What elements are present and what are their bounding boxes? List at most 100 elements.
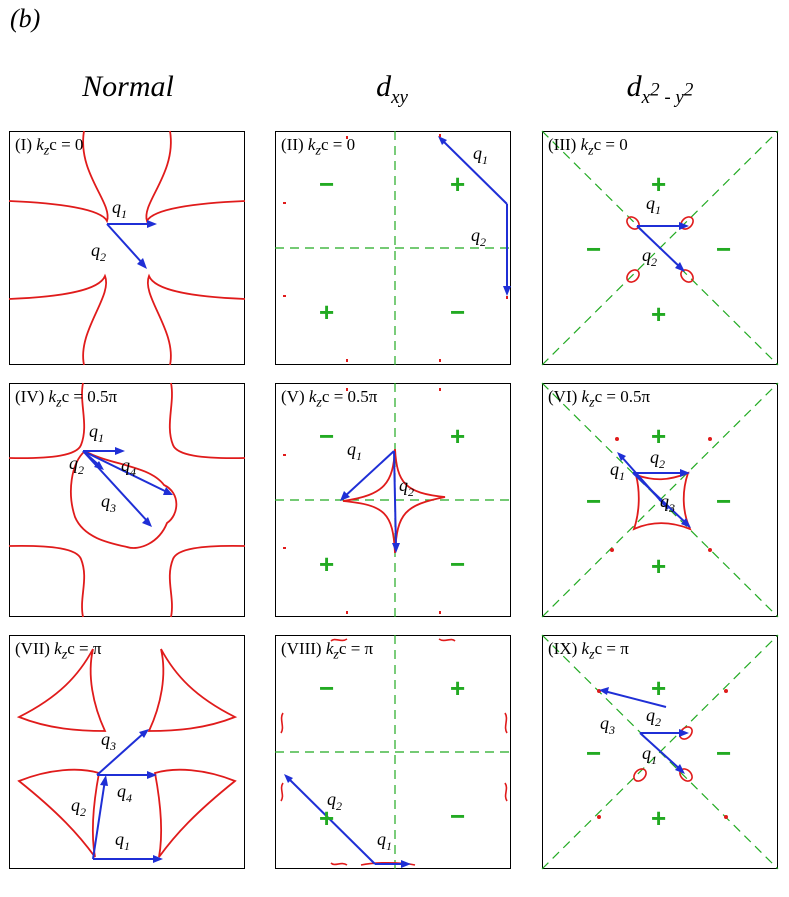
arrowhead (147, 771, 157, 779)
central-fermi-pocket (632, 471, 692, 531)
q3-vector (632, 472, 689, 526)
fermi-surface-pocket (16, 648, 107, 732)
q1-label: q1 (112, 197, 127, 221)
q2-label: q2 (91, 240, 106, 264)
arrowhead (617, 452, 626, 461)
fermi-surface-point (615, 437, 619, 441)
sign-plus: + (651, 673, 666, 703)
q3-vector (96, 731, 146, 776)
sign-minus: − (319, 169, 334, 199)
fermi-surface-pocket (153, 768, 237, 858)
q1-label: q1 (642, 743, 657, 767)
arrowhead (679, 222, 689, 230)
sign-plus: + (319, 803, 334, 833)
fermi-surface-point (708, 548, 712, 552)
arrowhead (679, 729, 689, 737)
sign-minus: − (716, 486, 731, 516)
sign-minus: − (450, 549, 465, 579)
arrowhead (100, 775, 108, 786)
arrowhead (94, 461, 104, 470)
sign-plus: + (319, 549, 334, 579)
sign-minus: − (319, 673, 334, 703)
arrowhead (503, 286, 511, 296)
panel-VII: q3 q4 q2 q1 (VII) kzc = π (9, 635, 245, 869)
q2-label: q2 (399, 475, 414, 499)
sign-plus: + (450, 169, 465, 199)
q1-label: q1 (347, 439, 362, 463)
sign-plus: + (450, 421, 465, 451)
q2-vector (393, 450, 397, 549)
fermi-surface-fragment (330, 638, 456, 642)
sign-minus: − (450, 297, 465, 327)
fermi-surface-fragment (280, 712, 284, 802)
q2-label: q2 (71, 795, 86, 819)
fermi-surface-pocket (17, 768, 101, 858)
fermi-surface-point (597, 815, 601, 819)
fermi-surface-fragment (330, 861, 416, 866)
panel-title: (VII) kzc = π (15, 639, 102, 663)
q1-label: q1 (89, 421, 104, 445)
q1-label: q1 (646, 193, 661, 217)
sign-plus: + (651, 803, 666, 833)
arrowhead (153, 855, 163, 863)
q3-vector (603, 690, 667, 708)
fermi-surface-pocket (626, 269, 640, 283)
arrowhead (438, 136, 447, 145)
sign-minus: − (716, 234, 731, 264)
panel-frame (542, 131, 778, 365)
q4-label: q4 (117, 781, 132, 805)
q3-label: q3 (101, 729, 116, 753)
q2-label: q2 (69, 453, 84, 477)
q1-label: q1 (610, 459, 625, 483)
panel-title: (IV) kzc = 0.5π (15, 387, 118, 411)
panel-IV: q1 q2 q4 q3 (IV) kzc = 0.5π (8, 382, 246, 618)
fermi-surface-pocket (8, 382, 86, 460)
sign-minus: − (586, 234, 601, 264)
panel-title: (I) kzc = 0 (15, 135, 84, 159)
sign-plus: + (651, 421, 666, 451)
fermi-surface-point (724, 689, 728, 693)
arrowhead (675, 262, 685, 272)
column-header-normal: Normal (82, 70, 174, 103)
sign-plus: + (651, 169, 666, 199)
panel-III: q1 q2 + − − + (III) kzc = 0 (541, 130, 779, 366)
fermi-surface-pocket (147, 648, 238, 732)
panel-frame (9, 383, 245, 617)
sign-minus: − (586, 738, 601, 768)
sign-plus: + (651, 551, 666, 581)
q4-vector (82, 450, 170, 494)
panel-V: q1 q2 − + + − (V) kzc = 0.5π (275, 383, 511, 617)
arrowhead (137, 258, 147, 269)
q4-label: q4 (121, 455, 136, 479)
q3-label: q3 (660, 491, 675, 515)
arrowhead (680, 469, 690, 477)
panel-title: (II) kzc = 0 (281, 135, 356, 159)
arrowhead (599, 687, 609, 695)
q1-vector (342, 450, 395, 499)
central-fermi-pocket (70, 449, 178, 549)
fermi-surface-pocket (679, 726, 693, 740)
arrowhead (284, 774, 293, 783)
central-fermi-pocket (342, 448, 446, 554)
panel-title: (VIII) kzc = π (281, 639, 374, 663)
sign-minus: − (450, 801, 465, 831)
q2-vector (636, 225, 683, 270)
sign-minus: − (319, 421, 334, 451)
q2-label: q2 (642, 245, 657, 269)
q1-vector (619, 454, 669, 510)
column-header-dxy: dxy (376, 70, 408, 108)
q3-label: q3 (600, 713, 615, 737)
arrowhead (139, 729, 149, 738)
fermi-surface-pocket (680, 269, 694, 283)
q1-label: q1 (377, 829, 392, 853)
panel-VI: q1 q2 q3 + − − + (VI) kzc = 0.5π (541, 382, 779, 618)
fermi-surface-point (708, 437, 712, 441)
panel-title: (V) kzc = 0.5π (281, 387, 378, 411)
sign-minus: − (586, 486, 601, 516)
sign-plus: + (319, 297, 334, 327)
q2-vector (286, 776, 376, 865)
fermi-surface-pocket (168, 544, 246, 618)
arrowhead (392, 543, 400, 553)
panel-VIII: q2 q1 − + + − (VIII) kzc = π (275, 635, 511, 869)
